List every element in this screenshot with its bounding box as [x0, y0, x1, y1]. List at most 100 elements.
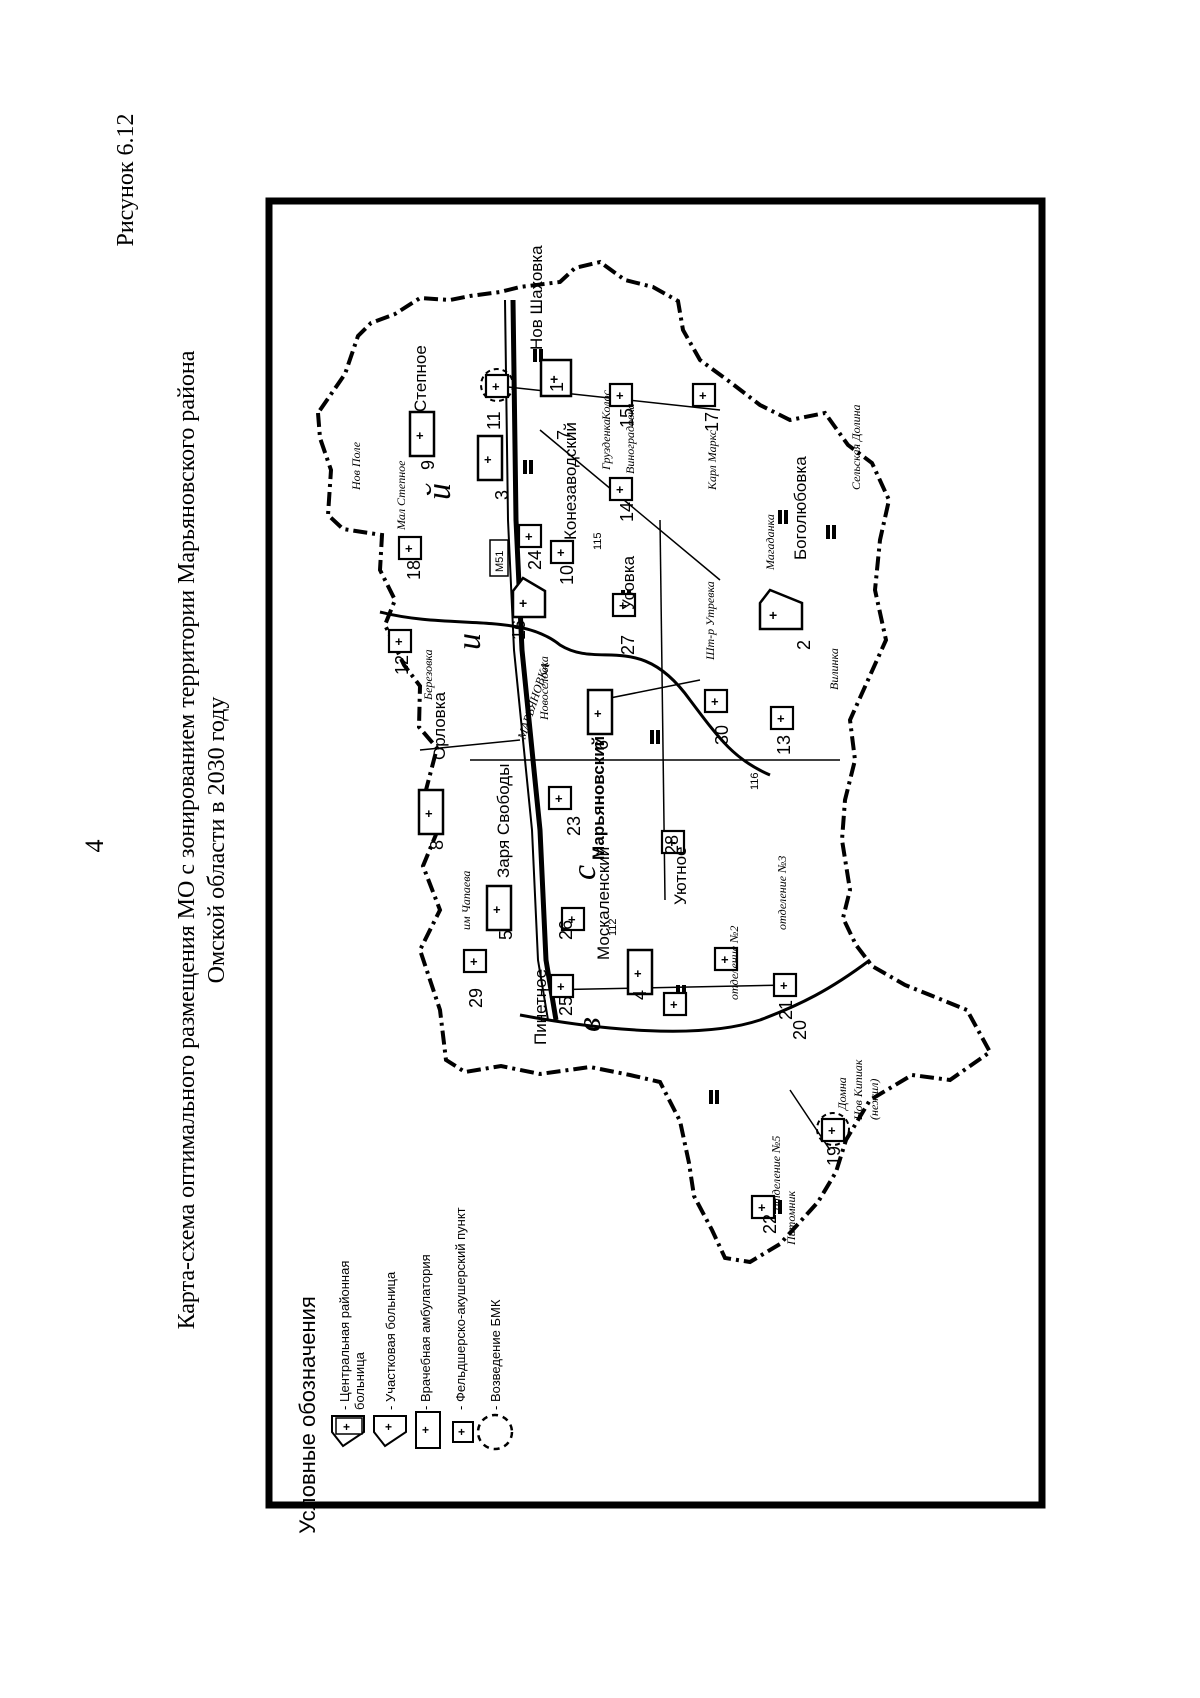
place-label: отделение №5: [769, 1136, 783, 1210]
facility-feldsher-points: [387, 373, 846, 1220]
feldsher-point-icon: +: [452, 1421, 474, 1443]
legend-label: больница: [352, 1351, 367, 1410]
zone-letter-y: й: [421, 483, 458, 500]
facility-ambulatory-5: +: [485, 884, 513, 932]
map-frame: [265, 197, 1046, 1509]
settlement-label-uyutnoe: Уютное: [671, 847, 690, 906]
facility-ambulatory-4: +: [626, 948, 654, 996]
svg-text:+: +: [557, 545, 565, 560]
place-label: Домна: [835, 1077, 849, 1111]
road-minor-6: [539, 429, 721, 581]
facility-number: 28: [662, 835, 682, 855]
svg-text:+: +: [777, 711, 785, 726]
facility-numbers: 1 2 3 4 5 6 7 8 9 10 11 12 13 14 15 16 1…: [392, 382, 844, 1234]
legend-label: - Центральная районная: [337, 1261, 352, 1410]
svg-text:+: +: [405, 541, 413, 556]
svg-text:+: +: [519, 595, 527, 611]
facility-number: 30: [712, 725, 732, 745]
facility-ambulatory-3: +: [476, 434, 504, 482]
svg-text:+: +: [557, 979, 565, 994]
place-label: отделение №3: [775, 856, 789, 930]
road-minor-1: [489, 384, 721, 411]
facility-number: 14: [617, 502, 637, 522]
svg-text:+: +: [550, 371, 558, 387]
svg-text:+: +: [670, 997, 678, 1012]
legend-label: - Фельдшерско-акушерский пункт: [453, 1207, 468, 1410]
legend-label: - Участковая больница: [383, 1271, 398, 1410]
facility-number: 7: [554, 430, 574, 440]
facility-number: 20: [790, 1020, 810, 1040]
svg-text:+: +: [525, 529, 533, 544]
svg-text:+: +: [458, 1425, 465, 1439]
zone-boundary-south: [519, 958, 871, 1033]
svg-text:+: +: [425, 806, 433, 821]
facility-number: 15: [617, 408, 637, 428]
bmk-circle-11: [480, 368, 514, 402]
bmk-circle-19: [816, 1112, 850, 1146]
figure-label: Рисунок 6.12: [113, 113, 139, 246]
facility-number: 27: [618, 635, 638, 655]
bmk-construction-icon: [476, 1413, 514, 1451]
settlement-label-zarya-svobody: Заря Свободы: [494, 764, 513, 878]
legend: Условные обозначения + - Центральная рай…: [295, 1207, 514, 1534]
facility-number: 5: [496, 930, 516, 940]
facility-number: 11: [484, 411, 504, 430]
svg-text:+: +: [711, 694, 719, 709]
settlement-label-nov-shakhovka: Нов Шаховка: [527, 245, 546, 350]
facility-number: 24: [525, 550, 545, 570]
district-hospital-icon: +: [373, 1415, 407, 1448]
place-label: отделение №2: [727, 926, 741, 1000]
road-minor-7: [599, 679, 701, 701]
road-label: М51: [494, 551, 506, 572]
misc-number: 112: [607, 918, 619, 936]
map-title-line-2: Омской области в 2030 году: [204, 697, 230, 984]
svg-text:+: +: [619, 598, 627, 613]
place-label: Шт-р Утревка: [703, 581, 717, 661]
facility-number: 4: [630, 990, 650, 1000]
facility-number: 19: [824, 1146, 844, 1166]
map-title-line-1: Карта-схема оптимального размещения МО с…: [174, 350, 200, 1329]
facility-number: 1: [547, 382, 567, 392]
facility-number: 29: [466, 988, 486, 1008]
settlement-label-pinetnoe: Пинетное: [531, 969, 550, 1045]
place-label: Грузденка: [599, 419, 613, 471]
facility-number: 6: [592, 740, 612, 750]
place-label: Карл Маркс: [705, 429, 719, 491]
facility-district-hospital-7: +: [539, 358, 573, 398]
svg-text:+: +: [416, 428, 424, 443]
road-minor-3: [539, 984, 791, 991]
highway-m51-second: [504, 299, 549, 1021]
settlement-label-orlovka: Орловка: [430, 691, 449, 760]
facility-number: 2: [794, 640, 814, 650]
svg-text:+: +: [780, 978, 788, 993]
legend-label: - Врачебная амбулатория: [418, 1254, 433, 1410]
place-label: (нежил): [867, 1079, 881, 1120]
svg-text:+: +: [422, 1423, 429, 1437]
facility-number: 3: [492, 490, 512, 500]
place-label: Мал Степное: [394, 460, 408, 531]
svg-text:+: +: [594, 706, 602, 721]
facility-district-hospital-2: +: [758, 588, 804, 631]
facility-number: 8: [427, 840, 447, 850]
district-boundary: [315, 259, 993, 1265]
facility-number: 21: [776, 1000, 796, 1020]
svg-text:+: +: [758, 1200, 766, 1215]
settlement-label-stepnoe: Степное: [411, 345, 430, 412]
settlement-label-bogolyubovka: Боголюбовка: [791, 456, 810, 560]
page-number: 4: [80, 840, 109, 853]
facility-number: 22: [760, 1214, 780, 1234]
zone-letter-i: и: [451, 633, 488, 650]
settlement-labels: Орловка Заря Свободы Марьяновский Москал…: [411, 245, 810, 1045]
facility-number: 9: [418, 460, 438, 470]
facility-number: 16: [509, 620, 529, 640]
place-label: Магаданка: [763, 514, 777, 571]
svg-text:+: +: [385, 1420, 392, 1434]
facility-number: 25: [556, 996, 576, 1016]
svg-text:+: +: [721, 952, 729, 967]
svg-text:+: +: [470, 954, 478, 969]
place-label: Питомник: [784, 1191, 798, 1246]
central-hospital-icon: +: [331, 1415, 365, 1448]
svg-text:+: +: [568, 912, 576, 927]
legend-label: - Возведение БМК: [488, 1299, 503, 1410]
